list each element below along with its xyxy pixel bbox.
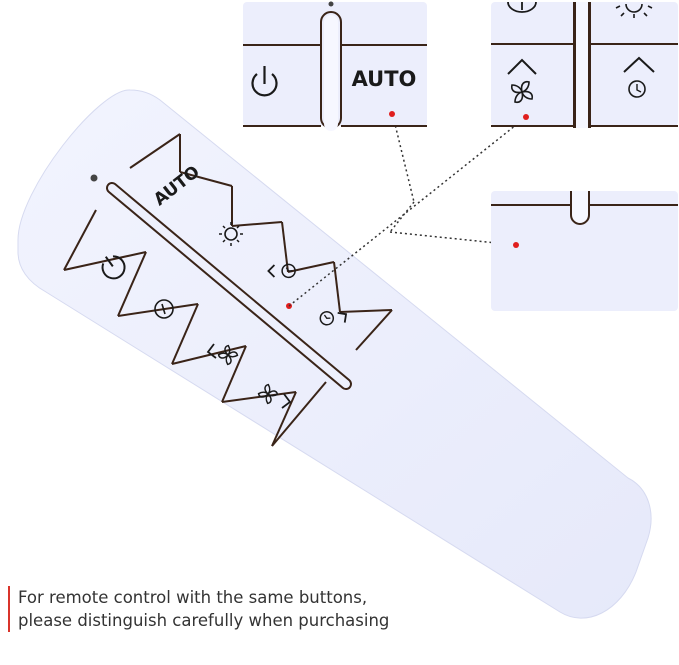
ir-indicator (90, 174, 98, 182)
zoom-view-bottom-right (491, 191, 678, 311)
caption-line-2: please distinguish carefully when purcha… (18, 611, 390, 630)
fan-down-icon (257, 383, 292, 409)
button-grid (63, 133, 393, 447)
remote-slot (106, 182, 352, 390)
purchase-caption: For remote control with the same buttons… (8, 586, 458, 632)
light-icon (219, 222, 243, 246)
caption-line-1: For remote control with the same buttons… (18, 588, 368, 607)
fan-up-icon (206, 343, 239, 366)
timer-up-icon (623, 56, 655, 98)
power-icon (251, 66, 278, 97)
callout-markers (286, 115, 527, 309)
info-icon (154, 299, 174, 319)
info-icon (507, 1, 537, 13)
marker-dot (389, 111, 395, 117)
info-button[interactable] (154, 299, 174, 319)
zoom-auto-label: AUTO (352, 67, 417, 91)
zoom-view-top-right (491, 1, 678, 128)
remote-control (17, 89, 652, 619)
timer-down-button[interactable] (318, 302, 350, 333)
light-button[interactable] (219, 222, 243, 246)
marker-dot (523, 114, 529, 120)
zoom-view-top-left: AUTO (243, 1, 427, 131)
timer-down-icon (319, 311, 348, 326)
fan-up-button[interactable] (206, 343, 239, 367)
power-icon (101, 255, 126, 280)
slot-icon (570, 191, 590, 225)
timer-up-button[interactable] (263, 254, 298, 288)
power-button[interactable] (97, 250, 129, 283)
fan-down-button[interactable] (257, 383, 292, 409)
light-icon (615, 3, 653, 18)
marker-dot (513, 242, 519, 248)
fan-up-icon (507, 58, 537, 104)
timer-up-icon (267, 263, 296, 279)
